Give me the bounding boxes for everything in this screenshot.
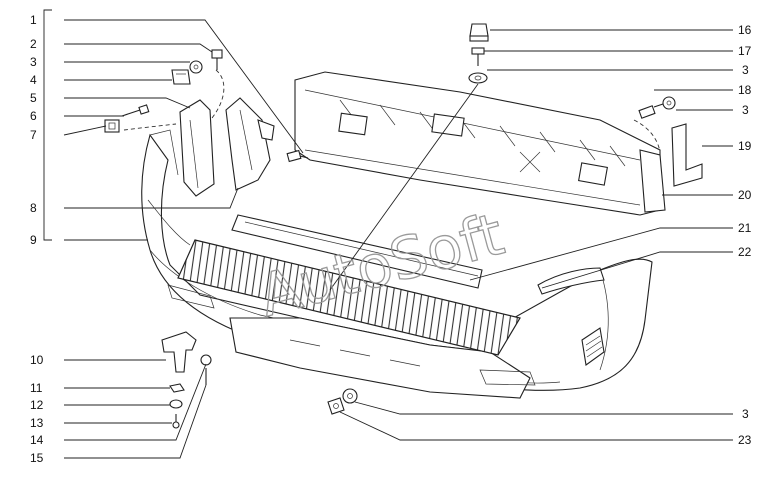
callout-13: 13 — [30, 416, 44, 430]
cap-16 — [469, 23, 489, 42]
clip-4 — [171, 69, 191, 85]
assembly-path-18 — [633, 119, 661, 153]
callout-19: 19 — [738, 139, 752, 153]
callout-3b: 3 — [742, 63, 749, 77]
assembly-path-7 — [123, 123, 177, 131]
callout-12: 12 — [30, 398, 44, 412]
nut-23 — [327, 397, 345, 415]
callout-16: 16 — [738, 23, 752, 37]
assembly-path-2 — [211, 69, 225, 119]
callout-7: 7 — [30, 128, 37, 142]
callout-17: 17 — [738, 44, 752, 58]
callout-3a: 3 — [30, 55, 37, 69]
reinforcement-beam — [294, 71, 666, 216]
callout-2: 2 — [30, 37, 37, 51]
callout-6: 6 — [30, 109, 37, 123]
bolt-2 — [211, 49, 223, 70]
screw-6 — [121, 104, 150, 117]
leader-lines — [63, 19, 733, 459]
bracket-19 — [671, 123, 703, 187]
callout-8: 8 — [30, 201, 37, 215]
screw-13 — [172, 414, 180, 429]
clip-7 — [104, 119, 120, 133]
screw-17 — [471, 47, 485, 66]
grille — [177, 239, 521, 356]
screw-1 — [286, 149, 309, 163]
callout-10: 10 — [30, 353, 44, 367]
side-bracket-5 — [179, 99, 215, 197]
callout-labels: 1 2 3 4 5 6 7 8 9 10 11 12 13 14 15 16 1… — [30, 13, 752, 465]
callout-21: 21 — [738, 221, 752, 235]
washer-14 — [200, 354, 212, 366]
callout-3d: 3 — [742, 407, 749, 421]
callout-22: 22 — [738, 245, 752, 259]
callout-15: 15 — [30, 451, 44, 465]
washer-12 — [169, 399, 183, 409]
callout-5: 5 — [30, 91, 37, 105]
bracket-10 — [161, 331, 197, 373]
nut-11 — [169, 383, 185, 393]
callout-23: 23 — [738, 433, 752, 447]
callout-14: 14 — [30, 433, 44, 447]
callout-11: 11 — [30, 381, 43, 395]
bumper-body — [141, 129, 653, 399]
washer-3b — [468, 72, 488, 84]
callout-4: 4 — [30, 73, 37, 87]
bolt-18 — [638, 102, 667, 119]
top-strip — [231, 214, 483, 289]
washer-3a — [189, 60, 203, 74]
callout-1: 1 — [30, 13, 37, 27]
callout-3c: 3 — [742, 103, 749, 117]
callout-18: 18 — [738, 83, 752, 97]
left-group-bracket — [43, 9, 52, 241]
washer-3c — [662, 96, 676, 110]
washer-3d — [342, 388, 358, 404]
callout-20: 20 — [738, 188, 752, 202]
callout-9: 9 — [30, 233, 37, 247]
side-bracket-8 — [225, 97, 275, 191]
